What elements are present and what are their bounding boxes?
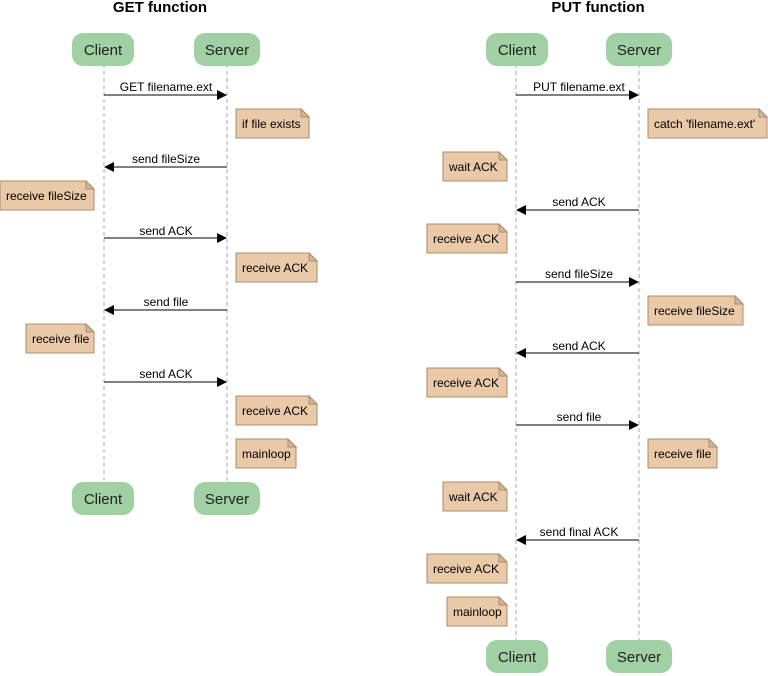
put-note-1: catch 'filename.ext' [647,107,768,139]
put-message-2: send ACK [516,195,639,215]
svg-text:send file: send file [144,295,189,309]
get-note-5: receive ACK [235,394,319,426]
svg-text:mainloop: mainloop [453,605,502,619]
put-client-actor-bottom: Client [486,640,548,673]
svg-text:receive ACK: receive ACK [433,232,499,246]
get-message-5: send ACK [104,367,227,387]
put-note-9: mainloop [446,595,509,627]
put-server-actor-bottom: Server [606,640,672,673]
svg-text:receive ACK: receive ACK [433,376,499,390]
svg-text:send fileSize: send fileSize [132,152,200,166]
svg-text:receive file: receive file [654,447,712,461]
svg-text:PUT filename.ext: PUT filename.ext [533,80,625,94]
svg-text:Server: Server [205,42,249,59]
put-server-actor-top: Server [606,33,672,66]
get-note-1: if file exists [235,107,311,139]
svg-text:Server: Server [617,42,661,59]
svg-text:Client: Client [498,649,537,666]
svg-text:receive fileSize: receive fileSize [654,304,735,318]
get-message-3: send ACK [104,224,227,243]
put-note-2: wait ACK [442,150,509,182]
svg-text:send ACK: send ACK [139,224,192,238]
get-note-2: receive fileSize [0,179,96,211]
svg-text:Server: Server [205,491,249,508]
svg-text:send file: send file [557,410,602,424]
get-server-actor-top: Server [194,33,260,66]
get-title: GET function [113,0,207,16]
svg-text:Client: Client [84,491,123,508]
put-note-3: receive ACK [426,222,509,254]
svg-text:receive ACK: receive ACK [433,562,499,576]
put-title: PUT function [551,0,644,16]
svg-text:wait ACK: wait ACK [448,160,498,174]
put-note-6: receive file [647,437,719,469]
put-message-5: send file [516,410,639,430]
svg-text:receive file: receive file [32,332,90,346]
svg-text:GET filename.ext: GET filename.ext [120,80,213,94]
put-message-6: send final ACK [516,525,639,545]
put-note-5: receive ACK [426,366,509,398]
get-server-actor-bottom: Server [194,482,260,515]
svg-text:receive fileSize: receive fileSize [6,189,87,203]
svg-text:if file exists: if file exists [242,117,301,131]
svg-text:send fileSize: send fileSize [545,267,613,281]
put-note-8: receive ACK [426,552,509,584]
put-diagram: PUT function Client Server Client Server… [426,0,768,673]
put-note-4: receive fileSize [647,294,745,326]
svg-text:Server: Server [617,649,661,666]
get-note-3: receive ACK [235,251,319,283]
svg-text:receive ACK: receive ACK [242,404,308,418]
get-message-4: send file [104,295,227,315]
get-diagram: GET function Client Server Client Server… [0,0,319,515]
svg-text:Client: Client [84,42,123,59]
svg-text:Client: Client [498,42,537,59]
svg-text:send ACK: send ACK [552,339,605,353]
get-message-1: GET filename.ext [104,80,227,100]
get-note-6: mainloop [235,437,298,469]
put-note-7: wait ACK [442,480,509,512]
put-message-4: send ACK [516,339,639,358]
get-note-4: receive file [25,322,96,354]
svg-text:wait ACK: wait ACK [448,490,498,504]
svg-text:catch 'filename.ext': catch 'filename.ext' [654,117,755,131]
svg-text:send ACK: send ACK [139,367,192,381]
svg-text:mainloop: mainloop [242,447,291,461]
get-client-actor-bottom: Client [72,482,134,515]
put-client-actor-top: Client [486,33,548,66]
get-message-2: send fileSize [104,152,227,172]
put-message-3: send fileSize [516,267,639,287]
svg-text:receive ACK: receive ACK [242,261,308,275]
get-client-actor-top: Client [72,33,134,66]
svg-text:send final ACK: send final ACK [540,525,619,539]
put-message-1: PUT filename.ext [516,80,639,100]
svg-text:send ACK: send ACK [552,195,605,209]
